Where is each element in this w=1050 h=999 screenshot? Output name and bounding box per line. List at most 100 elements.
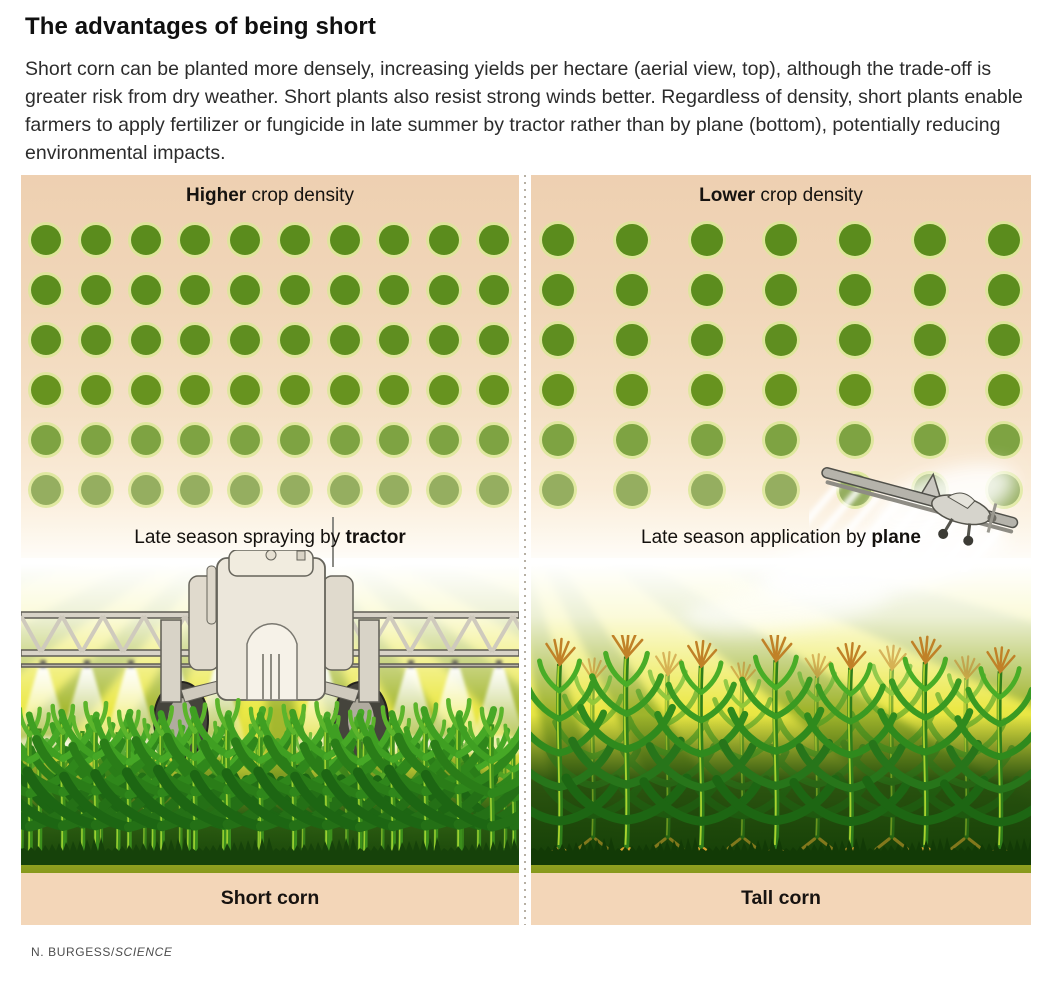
crop-dot [839,374,872,406]
crop-dot [764,374,797,406]
crop-dot [764,224,797,256]
crop-dot [230,275,261,305]
crop-dot [279,375,310,405]
crop-dot [180,225,211,255]
crop-dot [616,324,649,356]
dot-row [31,275,509,305]
panel-tall-corn: Lower crop density Late season applicati… [531,175,1031,925]
crop-dot [379,425,410,455]
density-label-higher: Higher crop density [21,185,519,207]
crop-dot [839,324,872,356]
crop-dot [130,375,161,405]
crop-dot [31,325,61,355]
crop-dot [329,475,360,505]
crop-dot [478,425,509,455]
tractor-body [153,550,389,759]
density-label-rest: crop density [246,185,354,206]
crop-dot [180,425,211,455]
dot-row [31,375,509,405]
dot-row [31,475,509,505]
dot-row [31,225,509,255]
page-title: The advantages of being short [25,13,376,40]
panel-short-corn: Higher crop density Late season spraying… [21,175,519,925]
infographic-figure: Higher crop density Late season spraying… [21,175,1031,925]
crop-dot [478,475,509,505]
crop-dot [180,325,211,355]
crop-dot [616,224,649,256]
crop-dot [230,425,261,455]
crop-dot [478,325,509,355]
caption-short-corn: Short corn [21,873,519,925]
cockpit [946,492,976,510]
crop-dot [478,225,509,255]
crop-dot [379,325,410,355]
density-label-bold: Lower [699,185,756,206]
crop-dot [542,374,574,406]
crop-dot [80,225,111,255]
tall-corn-illustration [531,635,1031,865]
dot-row [542,374,1020,406]
crop-dot [31,225,61,255]
spray-label-tractor: Late season spraying by tractor [21,527,519,549]
crop-dot [690,324,723,356]
crop-dot-grid-low-density [531,224,1031,506]
crop-dot [31,425,61,455]
crop-dot [764,324,797,356]
crop-dot [279,275,310,305]
crop-dot [429,375,460,405]
crop-dot [987,274,1020,306]
crop-dot [80,275,111,305]
crop-dot [839,424,872,456]
crop-dot [279,225,310,255]
crop-dot [913,324,946,356]
crop-dot [31,275,61,305]
crop-dot [279,425,310,455]
crop-dot [616,374,649,406]
crop-dot [542,324,574,356]
crop-dot [616,274,649,306]
crop-dot [913,374,946,406]
crop-dot [616,474,649,506]
crop-dot [80,375,111,405]
crop-dot [987,324,1020,356]
crop-dot [130,275,161,305]
propeller [986,503,998,533]
crop-dot [329,425,360,455]
dot-row [542,424,1020,456]
crop-dot [379,225,410,255]
spray-label-plane: Late season application by plane [531,527,1031,549]
dot-row [542,274,1020,306]
density-label-bold: Higher [186,185,247,206]
spray-label-text: Late season spraying by [134,527,346,548]
crop-duster-plane-illustration [809,467,1019,572]
plane-spray-streaks [809,482,1003,572]
crop-dot [839,274,872,306]
crop-dot [180,475,211,505]
density-label-rest: crop density [755,185,863,206]
short-corn-illustration [21,687,519,865]
crop-dot [379,275,410,305]
crop-dot [180,275,211,305]
intro-paragraph: Short corn can be planted more densely, … [25,58,1023,164]
credit-source: SCIENCE [114,945,173,959]
credit-line: N. BURGESS/SCIENCE [31,945,1031,959]
crop-dot [31,475,61,505]
caption-tall-corn: Tall corn [531,873,1031,925]
crop-dot [379,375,410,405]
crop-dot [130,325,161,355]
crop-dot [764,474,797,506]
crop-dot [913,224,946,256]
crop-dot [429,325,460,355]
crop-dot [329,275,360,305]
spray-label-bold: tractor [345,527,406,548]
crop-dot [690,274,723,306]
crop-dot [690,224,723,256]
dot-row [542,324,1020,356]
crop-dot [329,325,360,355]
crop-dot [80,325,111,355]
crop-dot [542,474,574,506]
crop-dot [764,274,797,306]
crop-dot [429,425,460,455]
crop-dot [913,424,946,456]
spray-label-text: Late season application by [641,527,872,548]
